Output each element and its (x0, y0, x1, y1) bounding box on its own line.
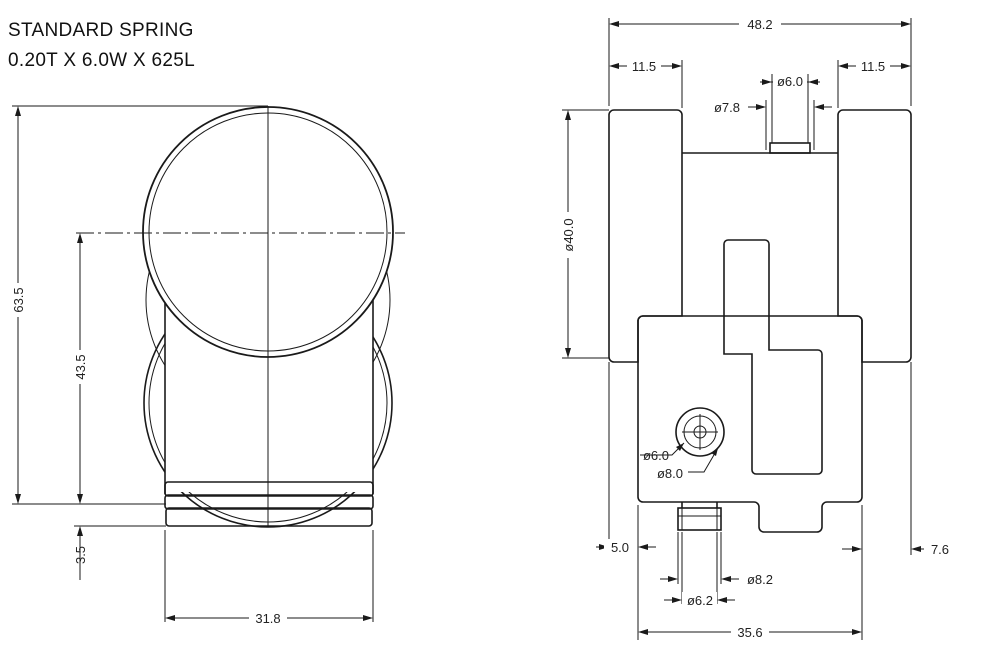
dim-left-offset: 5.0 (611, 540, 629, 555)
side-view: 63.5 43.5 3.5 31.8 (9, 105, 405, 626)
dim-right-flange: 11.5 (861, 59, 885, 74)
dim-boss-82: ø8.2 (747, 572, 773, 587)
dim-pin-78: ø7.8 (714, 100, 740, 115)
bottom-boss (677, 507, 722, 531)
spring-spec: 0.20T X 6.0W X 625L (8, 50, 196, 71)
dim-base: 3.5 (73, 546, 88, 564)
dim-width: 31.8 (255, 611, 280, 626)
dim-right-offset: 7.6 (931, 542, 949, 557)
dim-pin-6: ø6.0 (777, 74, 803, 89)
top-pin (769, 142, 811, 154)
left-flange (608, 109, 683, 363)
dim-overall-height: 63.5 (11, 287, 26, 312)
hole-outer (675, 407, 725, 457)
drawing-title: STANDARD SPRING (8, 20, 194, 41)
main-body (637, 315, 863, 533)
dim-hole-8: ø8.0 (657, 466, 683, 481)
dim-hole-6: ø6.0 (643, 448, 669, 463)
dim-axis-height: 43.5 (73, 354, 88, 379)
dim-overall-width: 48.2 (747, 17, 772, 32)
base-plate-3 (165, 507, 373, 527)
dim-diameter: ø40.0 (561, 218, 576, 251)
front-view: 48.2 11.5 11.5 ø6.0 (559, 16, 949, 640)
dim-boss-62: ø6.2 (687, 593, 713, 608)
dim-left-flange: 11.5 (632, 59, 656, 74)
slot (723, 239, 823, 475)
dim-base-width: 35.6 (737, 625, 762, 640)
base-plate-2 (164, 494, 374, 510)
base-plate-1 (164, 481, 374, 497)
right-flange (837, 109, 912, 363)
